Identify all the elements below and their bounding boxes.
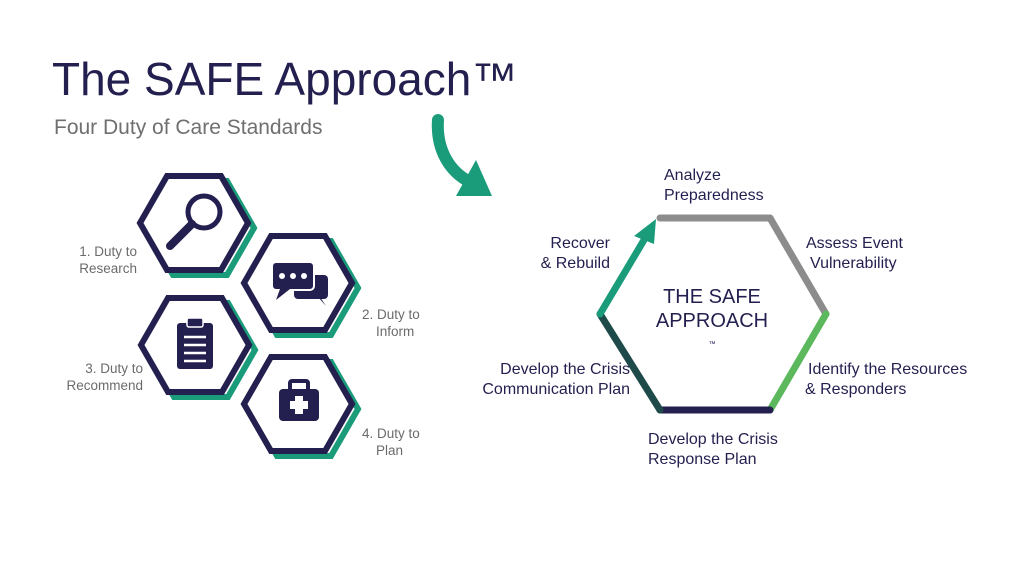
segment-assess: [766, 214, 830, 318]
first-aid-kit-icon: [279, 379, 319, 421]
cycle-hexagon: [596, 214, 830, 414]
clipboard-icon: [177, 317, 213, 369]
cycle-arrowhead: [634, 219, 656, 244]
magnifier-icon: [166, 193, 223, 250]
segment-recover: [596, 236, 648, 318]
step-recover-rebuild: Recover & Rebuild: [540, 235, 610, 272]
step-analyze-preparedness: Analyze Preparedness: [664, 167, 764, 204]
page-subtitle: Four Duty of Care Standards: [54, 116, 323, 139]
duty-label-research: 1. Duty to Research: [79, 244, 137, 276]
step-identify-resources: Identify the Resources & Responders: [805, 361, 968, 398]
step-develop-response-plan: Develop the Crisis Response Plan: [648, 431, 778, 468]
hexagon-research: [136, 173, 258, 278]
duty-label-plan: 4. Duty to Plan: [362, 426, 420, 458]
page-title: The SAFE Approach™: [52, 53, 518, 105]
segment-communication: [596, 310, 664, 414]
step-assess-event-vulnerability: Assess Event Vulnerability: [806, 235, 903, 272]
duty-label-recommend: 3. Duty to Recommend: [66, 361, 143, 393]
hexagon-recommend: [137, 295, 259, 400]
hexagon-inform: [240, 233, 362, 338]
chat-bubbles-icon: [271, 261, 328, 306]
segment-identify: [766, 310, 830, 414]
hexagon-plan: [240, 354, 362, 459]
duty-label-inform: 2. Duty to Inform: [362, 307, 420, 339]
step-develop-communication-plan: Develop the Crisis Communication Plan: [482, 361, 630, 398]
curved-arrow: [431, 114, 492, 196]
